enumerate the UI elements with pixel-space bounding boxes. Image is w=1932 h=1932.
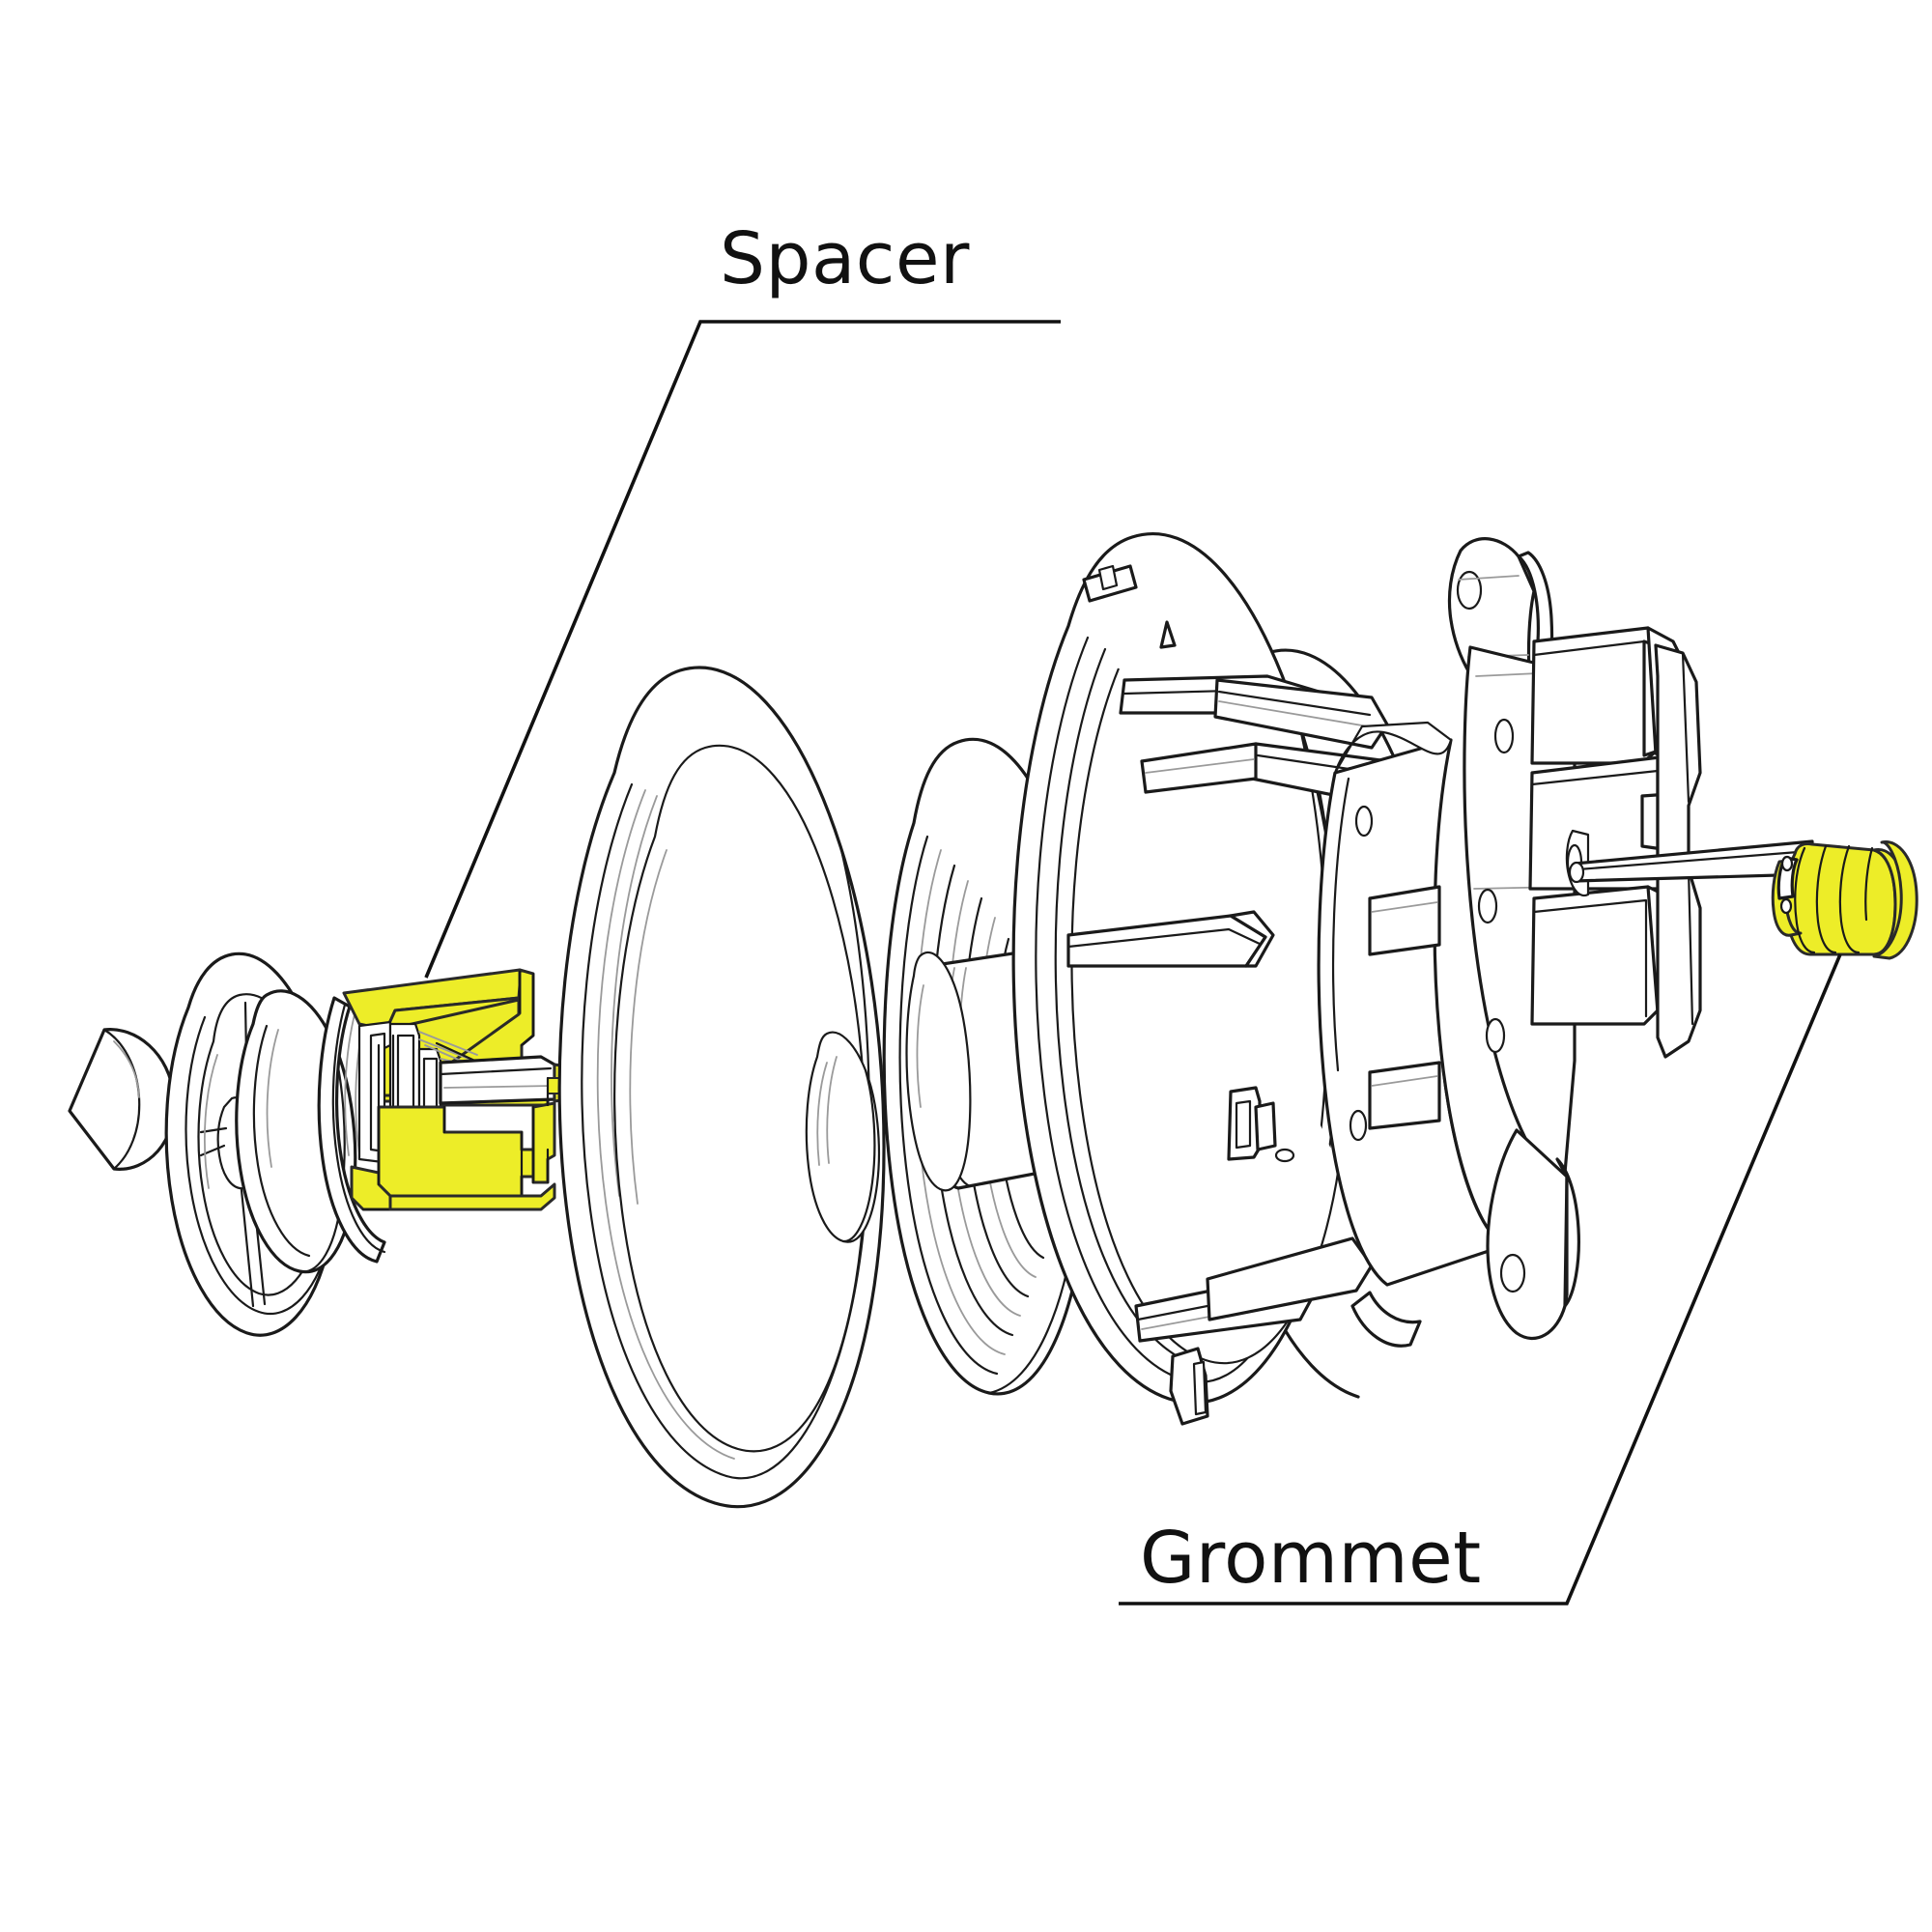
part-cone-surround xyxy=(557,666,886,1509)
callout-label-grommet: Grommet xyxy=(1140,1517,1482,1600)
part-phase-plug xyxy=(68,1028,176,1171)
part-basket xyxy=(1011,531,1505,1426)
part-grommet-highlighted xyxy=(1771,840,1918,960)
leader-line-spacer xyxy=(424,320,1061,979)
callout-leaders xyxy=(424,320,1842,1605)
part-spacer-highlighted xyxy=(317,968,582,1264)
part-mounting-bracket xyxy=(1447,537,1702,1340)
leader-line-grommet xyxy=(1119,953,1842,1605)
callout-label-spacer: Spacer xyxy=(720,217,970,300)
